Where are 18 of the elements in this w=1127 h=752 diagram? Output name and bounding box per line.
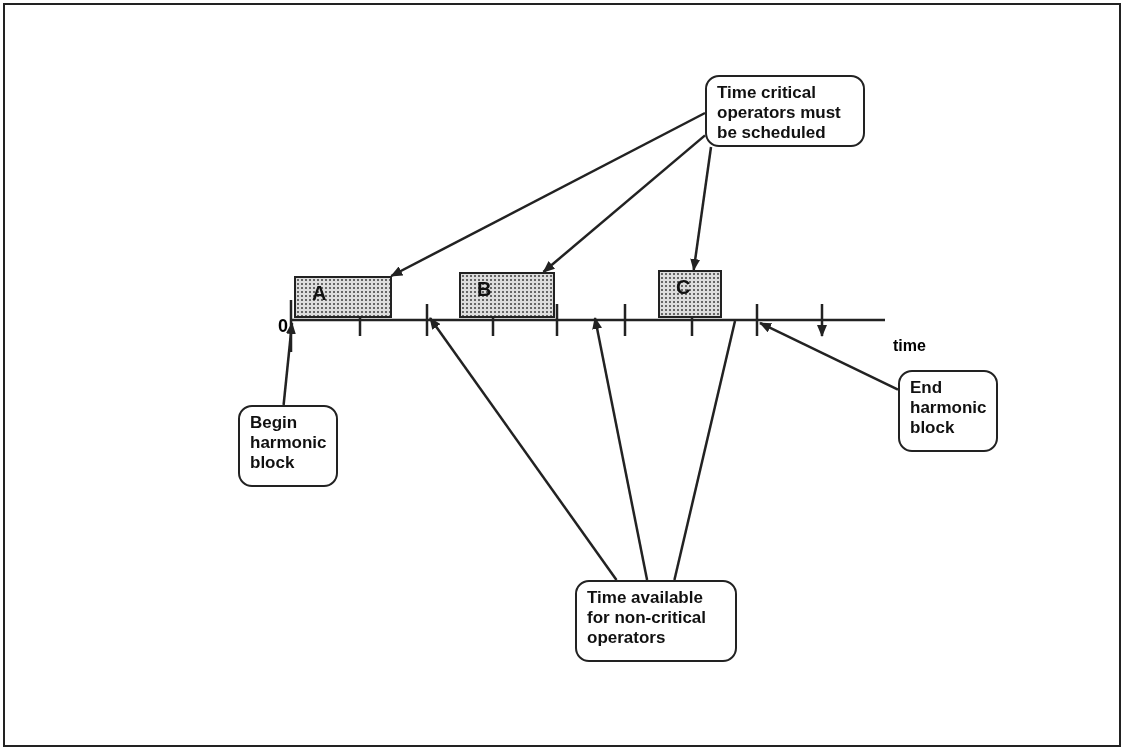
callout-box: End harmonic block (898, 370, 998, 452)
shaded-block: A (294, 276, 392, 318)
time-axis (289, 298, 887, 354)
callout-box: Time available for non-critical operators (575, 580, 737, 662)
shaded-block: C (658, 270, 722, 318)
arrow (690, 146, 713, 271)
shaded-block: B (459, 272, 555, 318)
arrow (542, 134, 706, 273)
arrow (592, 317, 649, 581)
axis-label: time (893, 337, 926, 355)
arrow (759, 321, 899, 391)
leader-line (673, 320, 737, 581)
axis-origin-label: 0 (278, 316, 288, 337)
arrow (282, 322, 296, 406)
callout-box: Begin harmonic block (238, 405, 338, 487)
callout-box: Time critical operators must be scheduled (705, 75, 865, 147)
arrow (390, 111, 706, 278)
arrow (429, 317, 618, 581)
